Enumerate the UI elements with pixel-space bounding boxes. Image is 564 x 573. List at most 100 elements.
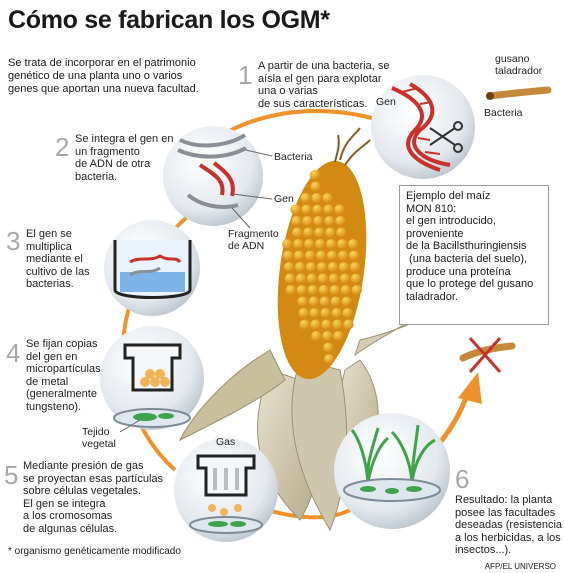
corn-kernel	[290, 204, 301, 215]
step-line: Mediante presión de gas	[23, 460, 144, 472]
box-line: de la Bacillsthuringiensis	[406, 240, 527, 253]
label-line: taladrador	[495, 65, 543, 77]
step-line: Se fijan copias	[26, 338, 98, 350]
cylinder-container-icon	[196, 454, 256, 516]
step-line: posee las facultades	[455, 506, 556, 519]
step-line: de algunas células.	[23, 522, 118, 535]
step-line: bacterias.	[26, 278, 74, 290]
box-line: el gen introducido,	[406, 215, 496, 228]
step-line: El gen se	[26, 228, 72, 240]
footnote: * organismo genéticamente modificado	[8, 546, 181, 557]
step5-number: 5	[4, 460, 19, 490]
step1-number: 1	[238, 60, 253, 90]
label-line: de ADN	[228, 240, 265, 252]
corn-kernel	[284, 273, 296, 284]
step4-bubble	[100, 326, 204, 430]
corn-kernel	[308, 296, 319, 307]
step4-number: 4	[6, 338, 21, 368]
box-line: (una bacteria del suelo),	[406, 252, 528, 265]
step-line: se proyectan esas partículas	[23, 472, 164, 485]
label-line: vegetal	[82, 438, 116, 450]
corn-kernel	[304, 250, 316, 261]
corn-kernel	[296, 285, 307, 295]
corn-kernel	[298, 308, 309, 318]
corn-kernel	[335, 216, 346, 226]
worm-icon	[486, 86, 552, 100]
step5-text: Mediante presión de gas se proyectan esa…	[23, 460, 183, 535]
corn-kernel	[317, 273, 329, 284]
step-line: micropartículas	[26, 363, 101, 375]
corn-kernel	[315, 250, 327, 261]
box-line: Ejemplo del maíz	[406, 190, 491, 202]
gene-label: Gen	[274, 193, 294, 205]
credit: AFP/EL UNIVERSO	[484, 562, 556, 571]
corn-kernel	[336, 227, 347, 238]
step-line: aísla el gen para explotar	[258, 72, 382, 85]
corn-kernel	[294, 262, 306, 272]
step1-text: A partir de una bacteria, se aísla el ge…	[258, 60, 398, 110]
corn-kernel	[291, 216, 302, 226]
corn-kernel	[349, 262, 361, 272]
step-line: una o varias	[258, 85, 318, 97]
scissors-icon	[429, 121, 463, 153]
corn-kernel	[300, 193, 311, 203]
step-line: tungsteno).	[26, 400, 82, 413]
dna-fragment-label: Fragmento de ADN	[228, 228, 279, 252]
step2-bubble	[163, 126, 263, 226]
corn-kernel	[337, 239, 348, 249]
label-line: gusano	[495, 53, 530, 65]
intro-text: Se trata de incorporar en el patrimonio …	[8, 57, 223, 96]
step-line: un fragmento	[75, 145, 140, 158]
step-line: Resultado: la planta	[455, 494, 553, 506]
step-line: cultivo de las	[26, 265, 90, 278]
step-line: a los herbicidas, a los	[455, 531, 561, 544]
corn-kernel	[285, 285, 296, 295]
corn-kernel	[339, 273, 351, 284]
intro-line: Se trata de incorporar en el patrimonio	[8, 57, 196, 69]
step-line: a los cromosomas	[23, 510, 113, 522]
corn-kernel	[282, 250, 294, 261]
step4-text: Se fijan copias del gen en micropartícul…	[26, 338, 116, 413]
corn-kernel	[303, 227, 314, 238]
step-line: de sus características.	[258, 97, 368, 110]
corn-kernel	[283, 262, 295, 272]
corn-kernel	[351, 285, 362, 295]
step-line: del gen en	[26, 350, 78, 363]
corn-kernel	[306, 273, 318, 284]
corn-kernel	[305, 262, 317, 272]
intro-line: genes que aportan una nueva facultad.	[8, 83, 199, 95]
corn-kernel	[322, 193, 333, 203]
intro-line: genético de una planta uno o varios	[8, 70, 183, 82]
corn-kernel	[312, 204, 323, 215]
step1-bubble	[371, 75, 475, 179]
step-line: A partir de una bacteria, se	[258, 60, 390, 72]
step-line: El gen se integra	[23, 497, 106, 510]
corn-kernel	[304, 239, 315, 249]
step-line: insectos...).	[455, 544, 512, 556]
plant-tissue-label: Tejido vegetal	[82, 426, 116, 450]
arrow-head-icon	[458, 372, 482, 404]
step-line: mediante el	[26, 253, 83, 265]
corn-kernel	[310, 181, 321, 192]
corn-kernel	[324, 354, 335, 364]
petri-dish-icon	[113, 408, 191, 428]
worm-label: gusano taladrador	[495, 53, 542, 77]
step3-bubble	[104, 220, 200, 316]
corn-kernel	[338, 262, 350, 272]
corn-kernel	[350, 273, 362, 284]
box-line: que lo protege del gusano	[406, 278, 534, 291]
step5-bubble	[174, 438, 278, 542]
corn-kernel	[318, 285, 329, 295]
plant-sprout-icon	[350, 424, 436, 483]
corn-kernel	[321, 319, 332, 330]
corn-kernel	[330, 296, 341, 307]
corn-kernel	[327, 262, 339, 272]
step3-text: El gen se multiplica mediante el cultivo…	[26, 228, 106, 291]
corn-kernel	[325, 227, 336, 238]
corn-kernel	[301, 204, 312, 215]
box-line: taladrador.	[406, 290, 458, 303]
step3-number: 3	[6, 226, 21, 256]
step-line: de ADN de otra	[75, 158, 151, 170]
box-line: proveniente	[406, 227, 464, 240]
